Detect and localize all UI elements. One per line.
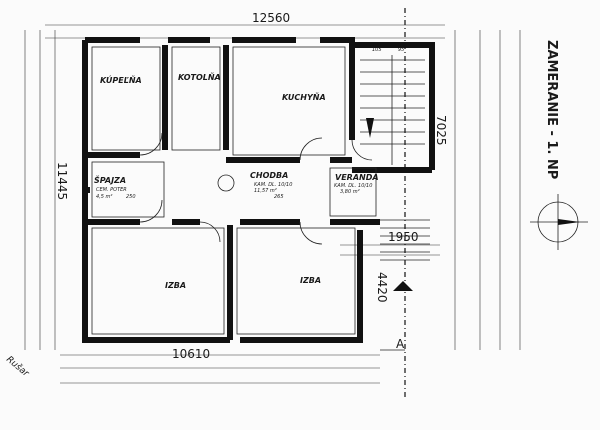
- room-izba-right-label: IZBA: [300, 276, 321, 285]
- room-kotolna-label: KOTOLŇA: [178, 72, 221, 82]
- room-kuchyna-label: KUCHYŇA: [282, 92, 326, 102]
- inner-outlines: [91, 46, 377, 335]
- spajza-note-2: 4,5 m²: [96, 194, 112, 200]
- dim-right-lower: 4420: [375, 272, 389, 303]
- compass-icon: [530, 194, 588, 250]
- section-arrow-icon: [393, 281, 413, 291]
- spajza-note-1: CEM. POTER: [96, 187, 127, 193]
- dimension-lines: [24, 24, 521, 384]
- dim-right-middle: 1950: [388, 230, 419, 244]
- dim-right-upper: 7025: [434, 115, 448, 146]
- veranda-note-1: KAM. DL. 10/10: [334, 183, 372, 189]
- room-spajza-label: ŠPAJZA: [94, 175, 126, 185]
- chodba-note-3: 265: [274, 194, 284, 200]
- dim-top: 12560: [252, 11, 290, 25]
- section-line: [380, 8, 413, 400]
- stair-note-1: 105: [372, 47, 382, 53]
- drawing-title: ZAMERANIE - 1. NP: [544, 40, 559, 179]
- dim-left: 11445: [55, 162, 69, 200]
- dim-bottom: 10610: [172, 347, 210, 361]
- stair-note-2: 95: [398, 47, 404, 53]
- chodba-note-1: KAM. DL. 10/10: [254, 182, 292, 188]
- room-veranda-label: VERANDA: [335, 173, 379, 182]
- veranda-note-2: 3,80 m²: [340, 189, 360, 195]
- walls: [82, 37, 435, 343]
- chodba-note-2: 11,57 m²: [254, 188, 277, 194]
- room-chodba-label: CHODBA: [250, 171, 288, 180]
- spajza-note-3: 250: [126, 194, 136, 200]
- room-kupelna-label: KÚPEĽŇA: [100, 74, 142, 85]
- room-izba-left-label: IZBA: [165, 281, 186, 290]
- staircase: [360, 55, 430, 261]
- door-swings: [139, 132, 373, 245]
- section-mark: A: [396, 337, 405, 351]
